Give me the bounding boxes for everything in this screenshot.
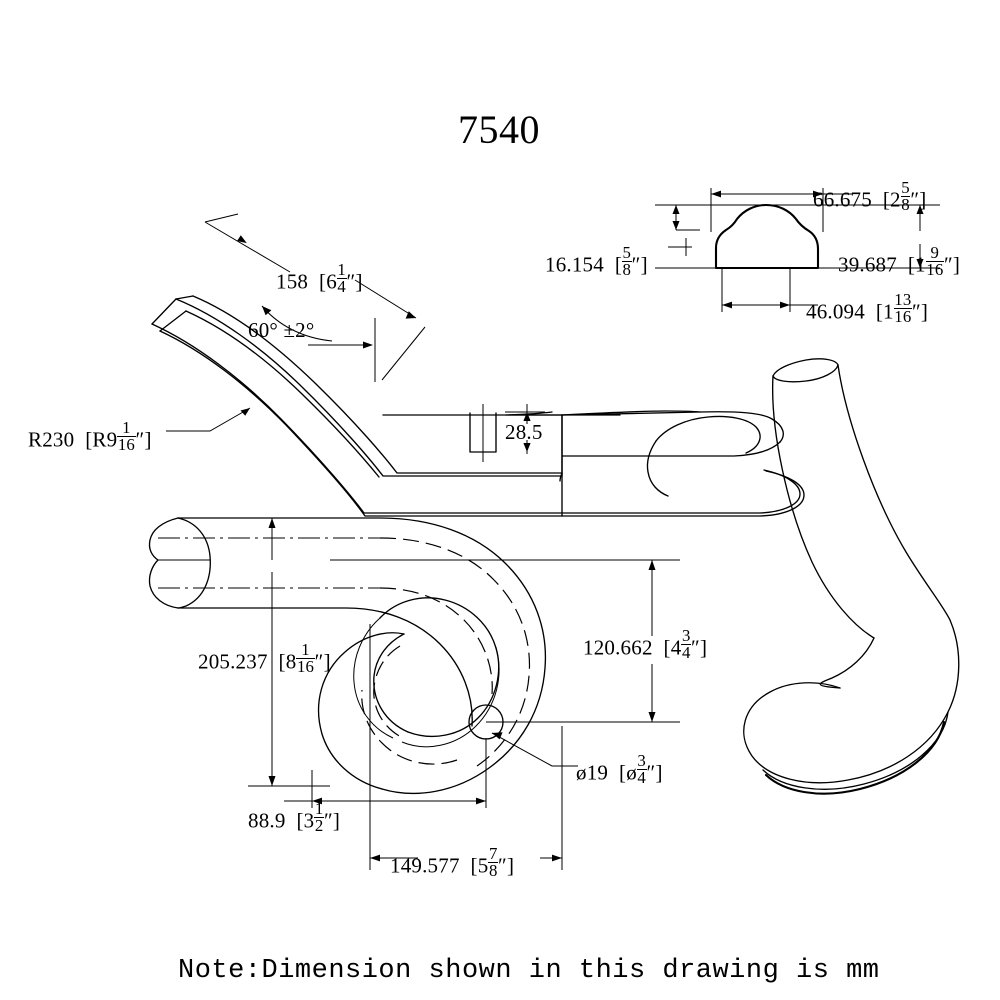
page-title: 7540 — [458, 107, 540, 152]
plan-view — [148, 517, 680, 870]
side-elevation-view — [151, 213, 805, 517]
dim-angle-label: 60° ±2° — [248, 318, 315, 342]
isometric-3d-view — [743, 358, 960, 795]
drawing-note: Note:Dimension shown in this drawing is … — [178, 956, 880, 986]
cross-section-profile-view — [655, 188, 940, 312]
dim-rise-label: 28.5 — [505, 420, 543, 444]
